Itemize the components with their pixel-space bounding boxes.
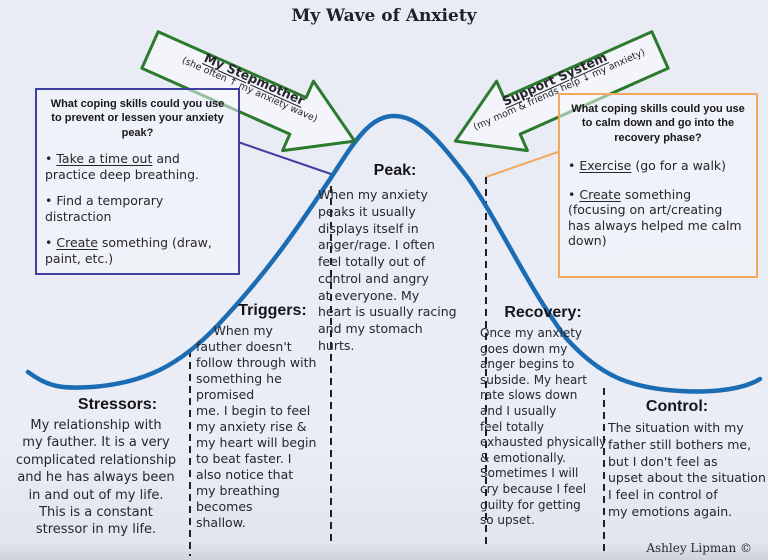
coping-item: • Create something (draw, paint, etc.) [45,235,230,266]
support-system-arrow-shape [453,30,670,153]
triggers-text: When my fauther doesn't follow through w… [196,323,317,530]
coping-item-lead: Create [579,186,621,202]
coping-item-rest: Find a temporary distraction [45,193,164,224]
coping-item: • Take a time out and practice deep brea… [45,151,230,182]
coping-item-lead: Take a time out [56,150,153,166]
page-title: My Wave of Anxiety [291,6,477,26]
control-heading: Control: [645,398,709,415]
right-box-connector-line [485,151,559,178]
peak-heading: Peak: [373,162,417,179]
coping-item: • Find a temporary distraction [45,193,230,224]
coping-item-rest: something (draw, paint, etc.) [45,235,212,267]
coping-box-prevent: What coping skills could you use to prev… [35,88,240,275]
recovery-heading: Recovery: [504,304,582,321]
bullet-icon: • [45,193,53,209]
stressors-text: My relationship with my fauther. It is a… [15,418,177,538]
bullet-icon: • [45,150,53,166]
bullet-icon: • [568,157,576,173]
anxiety-wave-curve [25,113,763,394]
coping-item: • Create something (focusing on art/crea… [568,187,748,250]
coping-item-lead: Exercise [579,157,632,173]
stressors-heading: Stressors: [77,396,158,413]
left-box-connector-line [237,141,332,175]
author-credit: Ashley Lipman © [646,541,752,555]
recovery-text: Once my anxiety goes down my anger begin… [480,326,607,528]
coping-box-recover-question: What coping skills could you use to calm… [571,103,745,144]
coping-box-recover: What coping skills could you use to calm… [558,93,758,278]
triggers-heading: Triggers: [238,302,307,319]
coping-item-lead: Create [56,235,98,251]
bullet-icon: • [568,186,576,202]
coping-item-rest: something (focusing on art/creating has … [568,186,742,249]
coping-box-prevent-question: What coping skills could you use to prev… [50,98,225,139]
coping-item: • Exercise (go for a walk) [568,158,748,174]
control-text: The situation with my father still bothe… [608,420,766,519]
coping-item-rest: (go for a walk) [631,157,727,173]
stepmother-arrow-shape [140,30,357,153]
coping-item-rest: and practice deep breathing. [45,150,200,182]
peak-text: When my anxiety peaks it usually display… [318,187,457,353]
bullet-icon: • [45,235,53,251]
